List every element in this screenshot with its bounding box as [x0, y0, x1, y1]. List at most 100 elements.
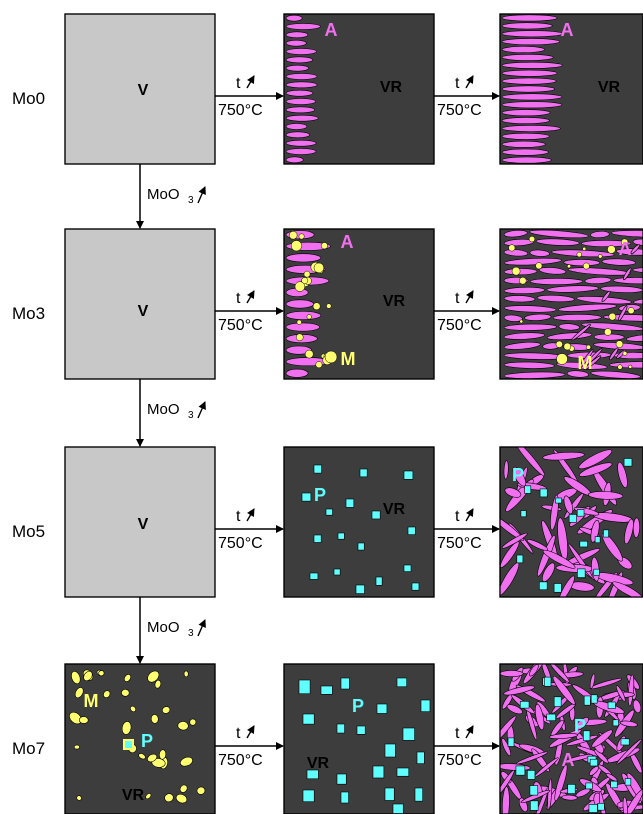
a-phase-lamella — [501, 22, 553, 30]
p-phase-particle — [555, 497, 562, 504]
p-phase-particle — [411, 582, 420, 591]
a-phase-lamella — [285, 39, 307, 47]
p-phase-particle — [603, 529, 609, 538]
p-phase-particle — [590, 694, 598, 704]
p-phase-particle — [539, 488, 548, 498]
p-phase-particle — [396, 767, 410, 777]
a-phase-needle — [627, 674, 635, 707]
a-phase-needle — [590, 519, 600, 543]
m-phase-particle — [555, 340, 563, 348]
p-phase-particle — [420, 699, 431, 712]
a-phase-needle — [500, 715, 517, 744]
row-label: Mo0 — [12, 89, 45, 108]
p-phase-label: P — [574, 716, 586, 736]
a-phase-lamella — [611, 230, 643, 238]
m-phase-particle — [124, 674, 132, 682]
a-phase-lamella — [285, 31, 309, 39]
m-phase-particle — [306, 314, 312, 320]
a-phase-needle — [574, 717, 589, 731]
a-phase-lamella — [285, 73, 318, 80]
p-phase-particle — [553, 696, 562, 707]
p-phase-particle — [336, 773, 347, 785]
p-phase-particle — [539, 581, 548, 591]
m-phase-particle — [567, 264, 571, 269]
a-phase-lamella — [581, 322, 643, 331]
p-phase-particle — [345, 498, 355, 508]
a-phase-lamella — [285, 14, 303, 22]
m-phase-particle — [608, 312, 617, 321]
m-phase-particle — [615, 340, 624, 348]
time-symbol: t — [455, 75, 460, 92]
a-phase-needle — [503, 460, 509, 480]
phase-particles — [298, 677, 431, 814]
a-phase-lamella — [563, 259, 601, 267]
p-phase-particle — [384, 743, 396, 758]
p-phase-particle — [583, 695, 591, 706]
p-phase-particle — [597, 802, 605, 811]
a-phase-lamella — [584, 276, 612, 285]
m-phase-particle — [145, 793, 152, 800]
p-phase-particle — [359, 468, 368, 478]
p-phase-particle — [607, 701, 616, 709]
a-phase-needle — [620, 720, 638, 727]
a-phase-needle — [561, 794, 578, 801]
m-phase-particle — [164, 793, 174, 803]
panel-background — [283, 13, 435, 165]
p-phase-particle — [355, 584, 365, 594]
a-phase-lamella — [285, 98, 317, 105]
temperature-label: 750°C — [437, 317, 482, 334]
up-arrow-icon — [246, 725, 255, 739]
p-phase-particle — [583, 730, 591, 741]
p-phase-particle — [516, 554, 524, 564]
p-phase-particle — [612, 719, 619, 727]
a-phase-label: A — [341, 232, 354, 252]
m-phase-particle — [508, 244, 516, 252]
m-phase-particle — [535, 262, 543, 270]
p-phase-particle — [544, 676, 552, 687]
a-phase-lamella — [501, 14, 558, 22]
a-phase-needle — [632, 517, 640, 538]
p-phase-particle — [392, 803, 404, 814]
p-phase-particle — [620, 738, 630, 746]
a-phase-needle — [579, 349, 594, 369]
p-phase-particle — [402, 727, 415, 741]
up-arrow-icon — [465, 75, 474, 89]
a-phase-needle — [548, 733, 579, 739]
m-phase-particle — [519, 319, 524, 324]
a-phase-lamella — [558, 323, 580, 331]
a-phase-lamella — [501, 77, 557, 85]
stage-panel: AVR — [499, 13, 643, 165]
p-phase-particle — [585, 782, 593, 790]
a-phase-needle — [542, 549, 576, 569]
m-phase-particle — [74, 687, 84, 699]
p-phase-particle — [527, 770, 536, 780]
a-phase-needle — [500, 769, 515, 796]
a-phase-lamella — [503, 323, 558, 331]
p-phase-particle — [313, 534, 322, 543]
a-phase-needle — [612, 581, 643, 597]
m-phase-particle — [161, 706, 171, 714]
a-phase-needle — [589, 678, 623, 690]
vr-phase-label: VR — [383, 293, 406, 310]
a-phase-lamella — [567, 267, 631, 276]
a-phase-needle — [578, 462, 613, 477]
a-phase-needle — [500, 541, 520, 568]
m-phase-label: M — [84, 691, 99, 711]
m-phase-particle — [83, 670, 93, 682]
a-phase-needle — [591, 729, 613, 748]
p-phase-particle — [320, 685, 333, 695]
a-phase-lamella — [285, 148, 317, 155]
a-phase-needle — [529, 664, 539, 677]
panel-border — [283, 228, 435, 380]
a-phase-needle — [632, 699, 642, 714]
a-phase-lamella — [501, 156, 552, 164]
v-phase-label: V — [138, 516, 149, 533]
p-phase-label: P — [512, 465, 524, 485]
p-phase-particle — [403, 470, 414, 480]
vr-phase-label: VR — [307, 755, 330, 772]
p-phase-particle — [356, 725, 366, 735]
a-phase-lamella — [501, 125, 561, 132]
